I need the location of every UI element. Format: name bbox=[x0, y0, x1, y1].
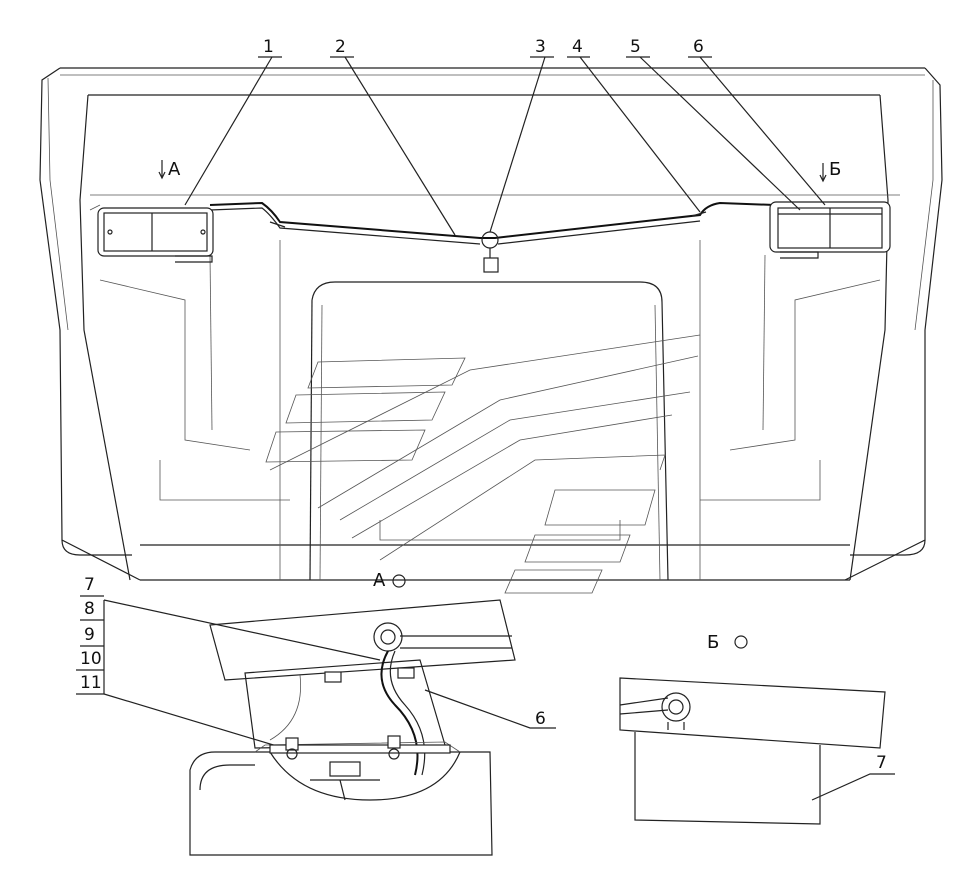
callout-6: 6 bbox=[693, 37, 704, 57]
view-a-title: А bbox=[373, 570, 386, 591]
view-mark-b: Б bbox=[829, 159, 841, 180]
label-10: 10 bbox=[80, 649, 102, 669]
view-b-title: Б bbox=[707, 632, 719, 653]
label-9: 9 bbox=[84, 625, 95, 645]
label-8: 8 bbox=[84, 599, 95, 619]
view-b-detail: Б 7 bbox=[619, 632, 895, 825]
callout-5: 5 bbox=[630, 37, 641, 57]
right-lamp bbox=[769, 201, 891, 259]
label-7-view-b: 7 bbox=[876, 753, 887, 773]
callout-4: 4 bbox=[572, 37, 583, 57]
label-7: 7 bbox=[84, 575, 95, 595]
left-lamp bbox=[97, 207, 214, 263]
view-marks: А Б bbox=[158, 159, 841, 183]
label-11: 11 bbox=[80, 673, 102, 693]
wire-harness bbox=[209, 201, 776, 273]
label-6-view-a: 6 bbox=[535, 709, 546, 729]
callout-2: 2 bbox=[335, 37, 346, 57]
view-mark-a: А bbox=[168, 159, 181, 180]
view-a-detail: А 7 8 9 10 11 bbox=[76, 570, 556, 856]
callout-1: 1 bbox=[263, 37, 274, 57]
top-callouts: 1 2 3 4 5 6 bbox=[184, 37, 826, 236]
callout-3: 3 bbox=[535, 37, 546, 57]
cab-outline bbox=[39, 67, 943, 581]
background-logo-art bbox=[265, 334, 701, 594]
